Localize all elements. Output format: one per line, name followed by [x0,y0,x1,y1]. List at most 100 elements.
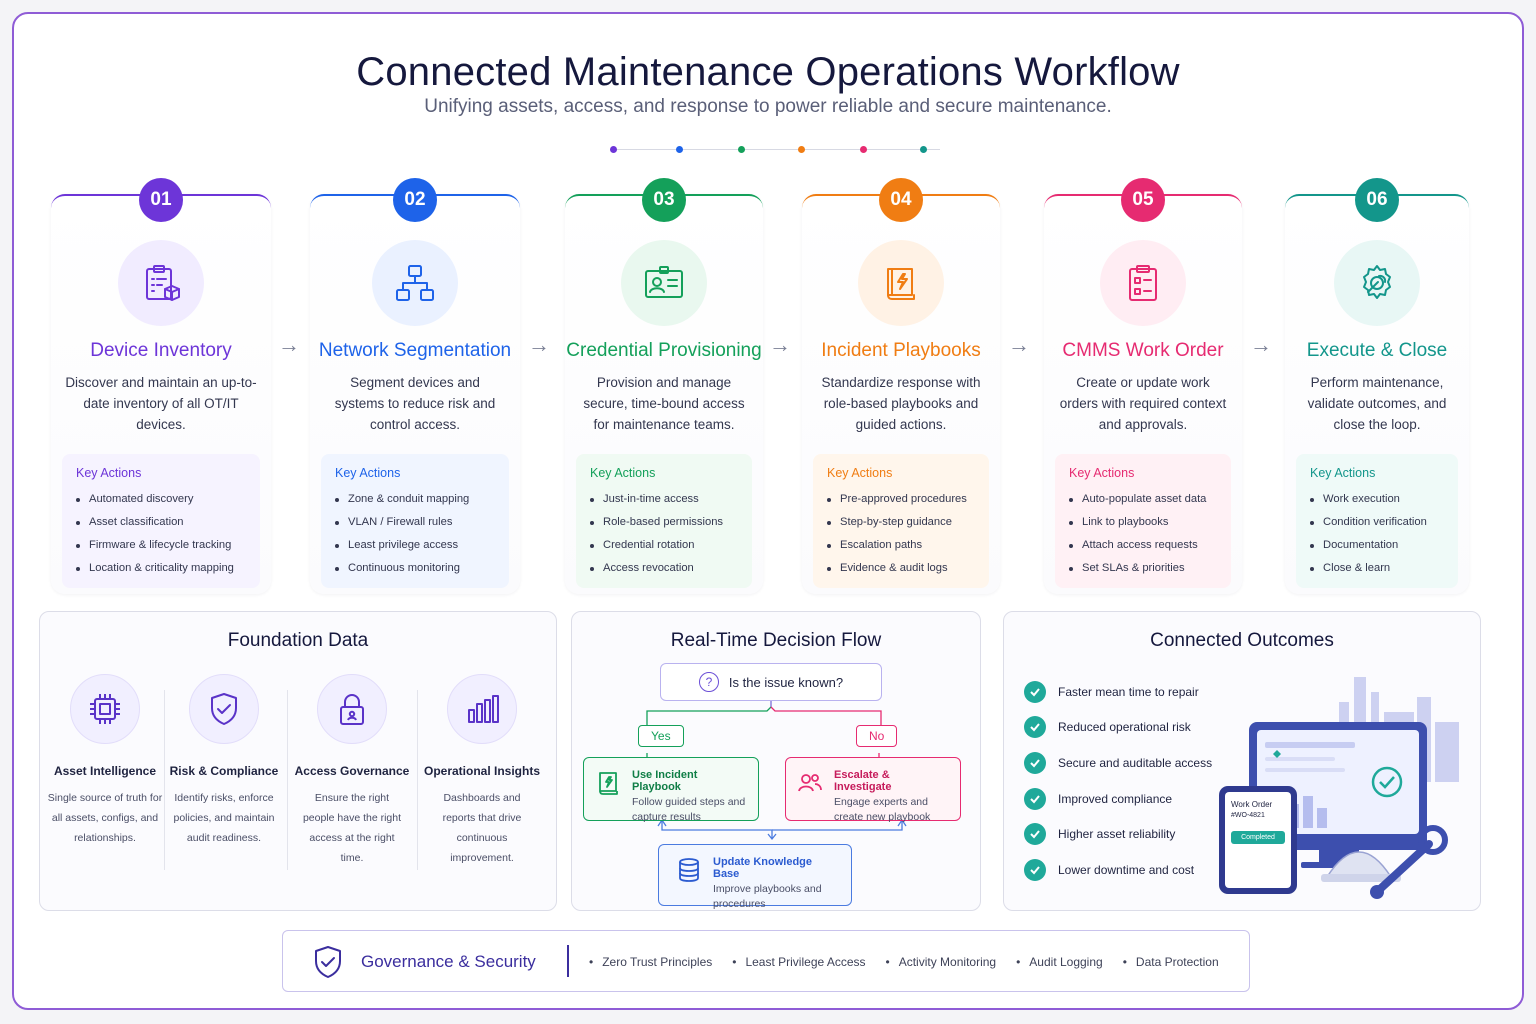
step-card-cmms-work-order: 05 CMMS Work Order Create or update work… [1044,178,1242,594]
governance-item: Audit Logging [1016,955,1102,969]
foundation-data-panel: Foundation Data Asset Intelligence Singl… [39,611,557,911]
step-number-badge: 01 [139,178,183,222]
id-card-icon [621,240,707,326]
key-actions-box: Key Actions Pre-approved procedures Step… [813,454,989,588]
step-title: Network Segmentation [318,340,512,361]
page-frame: Connected Maintenance Operations Workflo… [12,12,1524,1010]
key-actions-box: Key Actions Just-in-time access Role-bas… [576,454,752,588]
arrow-right-icon: → [278,332,300,357]
step-title: Device Inventory [90,340,232,361]
step-description: Segment devices and systems to reduce ri… [334,375,496,432]
foundation-item-asset-intelligence: Asset Intelligence Single source of trut… [43,674,167,848]
tablet-title: Work Order [1231,800,1273,809]
step-card-device-inventory: 01 Device Inventory Discover and maintai… [51,178,271,594]
key-actions-title: Key Actions [76,466,142,480]
page-subtitle: Unifying assets, access, and response to… [424,96,1112,117]
foundation-item-name: Risk & Compliance [169,764,279,778]
step-title: Credential Provisioning [566,340,762,361]
lock-icon [317,674,387,744]
page-title: Connected Maintenance Operations Workflo… [356,50,1180,94]
step-description: Standardize response with role-based pla… [821,375,981,432]
check-icon [1024,787,1046,810]
key-action-item: Firmware & lifecycle tracking [76,534,246,557]
governance-item: Least Privilege Access [732,955,865,969]
key-actions-title: Key Actions [590,466,656,480]
outcome-item: Improved compliance [1024,781,1212,817]
foundation-item-desc: Identify risks, enforce policies, and ma… [173,792,275,844]
decision-question-box: ? Is the issue known? [660,663,882,701]
step-number-badge: 05 [1121,178,1165,222]
check-icon [1024,823,1046,846]
playbook-icon [858,240,944,326]
key-action-item: Link to playbooks [1069,511,1217,534]
no-label: No [856,725,898,747]
check-icon [1024,858,1046,881]
outcome-item: Reduced operational risk [1024,710,1212,746]
key-action-item: Condition verification [1310,511,1444,534]
bar-chart-icon [447,674,517,744]
check-icon [1024,680,1046,703]
outcome-item: Faster mean time to repair [1024,674,1212,710]
step-card-network-segmentation: 02 Network Segmentation Segment devices … [310,178,520,594]
people-icon [798,774,822,792]
step-number-badge: 06 [1355,178,1399,222]
key-actions-title: Key Actions [1310,466,1376,480]
foundation-item-name: Asset Intelligence [53,764,157,778]
key-actions-title: Key Actions [827,466,893,480]
step-description: Discover and maintain an up-to-date inve… [65,375,257,432]
escalate-box: Escalate & Investigate Engage experts an… [785,757,961,823]
outcome-item: Higher asset reliability [1024,816,1212,852]
use-playbook-box: Use Incident Playbook Follow guided step… [583,757,759,823]
arrow-right-icon: → [1250,332,1272,357]
clipboard-device-icon [118,240,204,326]
knowledge-base-title: Update Knowledge Base [713,856,813,880]
tablet-order-id: #WO-4821 [1231,812,1265,819]
key-action-item: Pre-approved procedures [827,488,975,511]
governance-security-bar: Governance & Security Zero Trust Princip… [282,930,1250,992]
key-action-item: Asset classification [76,511,246,534]
foundation-item-desc: Single source of truth for all assets, c… [47,792,163,844]
outcome-item: Secure and auditable access [1024,745,1212,781]
key-actions-box: Key Actions Automated discovery Asset cl… [62,454,260,588]
check-icon [1024,716,1046,739]
chip-icon [70,674,140,744]
step-title: CMMS Work Order [1062,340,1224,361]
foundation-item-operational-insights: Operational Insights Dashboards and repo… [420,674,544,868]
foundation-item-desc: Ensure the right people have the right a… [302,792,402,864]
key-action-item: Attach access requests [1069,534,1217,557]
key-action-item: Role-based permissions [590,511,738,534]
step-description: Provision and manage secure, time-bound … [583,375,745,432]
outcome-item: Lower downtime and cost [1024,852,1212,888]
governance-items: Zero Trust Principles Least Privilege Ac… [589,955,1218,969]
key-action-item: Access revocation [590,557,738,580]
shield-check-icon [315,946,341,978]
connected-outcomes-panel: Connected Outcomes Faster mean time to r… [1003,611,1481,911]
key-action-item: Close & learn [1310,557,1444,580]
foundation-item-name: Access Governance [294,764,410,778]
playbook-icon [599,772,618,795]
key-actions-title: Key Actions [1069,466,1135,480]
shield-check-icon [189,674,259,744]
step-card-execute-close: 06 Execute & Close Perform maintenance, … [1285,178,1469,594]
key-actions-box: Key Actions Work execution Condition ver… [1296,454,1458,588]
step-description: Create or update work orders with requir… [1059,375,1227,432]
check-icon [1024,751,1046,774]
maintenance-illustration [1249,677,1459,899]
use-playbook-desc: Follow guided steps and capture results [632,796,746,823]
governance-title: Governance & Security [361,952,536,971]
key-action-item: Evidence & audit logs [827,557,975,580]
use-playbook-title: Use Incident Playbook [632,769,698,793]
arrow-right-icon: → [769,332,791,357]
yes-label: Yes [638,725,684,747]
step-title: Incident Playbooks [821,340,981,361]
arrow-right-icon: → [1008,332,1030,357]
key-action-item: Least privilege access [335,534,495,557]
work-order-icon [1100,240,1186,326]
key-action-item: Credential rotation [590,534,738,557]
decision-question-text: Is the issue known? [728,674,844,690]
step-number-badge: 03 [642,178,686,222]
knowledge-base-desc: Improve playbooks and procedures [713,883,822,910]
work-order-tablet: Work Order #WO-4821 Completed [1219,786,1297,894]
key-action-item: Set SLAs & priorities [1069,557,1217,580]
governance-item: Activity Monitoring [886,955,996,969]
